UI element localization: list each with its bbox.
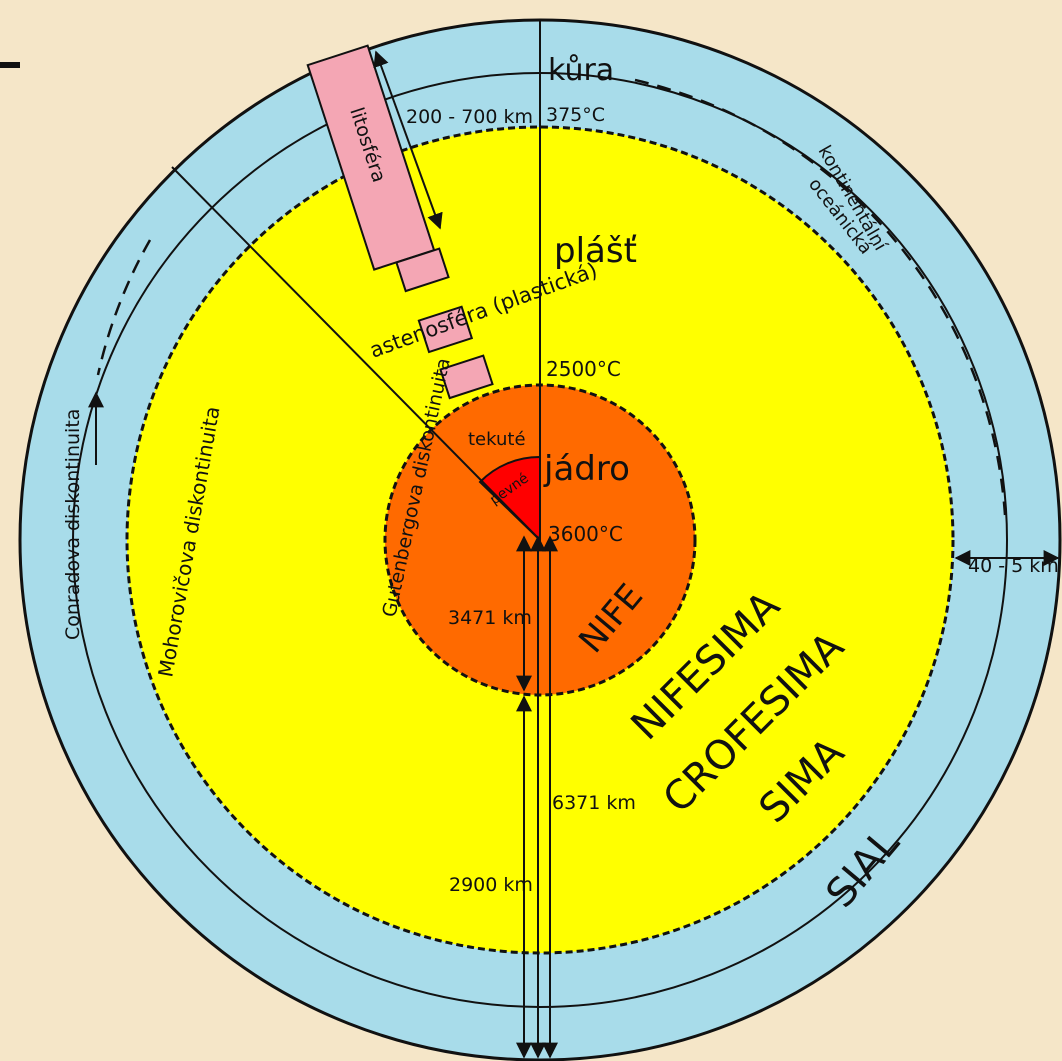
asthenosphere-block-3 xyxy=(439,354,494,400)
label-jadro: jádro xyxy=(543,449,630,489)
label-plast: plášť xyxy=(554,231,637,271)
diagonal-radius-line xyxy=(171,166,541,541)
conrad-dashed-arc xyxy=(96,239,152,376)
corner-marker xyxy=(0,62,20,68)
label-conrad: Conradova diskontinuita xyxy=(62,409,84,640)
label-core-radius: 3471 km xyxy=(448,607,532,629)
label-crust-depth: 40 - 5 km xyxy=(968,555,1059,577)
label-temp-mantle: 2500°C xyxy=(546,357,621,381)
label-kura: kůra xyxy=(548,53,614,88)
label-mantle-depth: 2900 km xyxy=(449,874,533,896)
asthenosphere-block-2 xyxy=(417,305,474,354)
label-temp-crust: 375°C xyxy=(546,104,605,126)
label-tekute: tekuté xyxy=(468,429,526,450)
lithosphere-depth-arrow xyxy=(373,50,443,230)
label-earth-radius: 6371 km xyxy=(552,792,636,814)
label-temp-core: 3600°C xyxy=(548,522,623,546)
label-lithosphere-depth: 200 - 700 km xyxy=(406,106,533,128)
asthenosphere-block-1 xyxy=(395,247,450,293)
oceanic-crust-dashed-arc xyxy=(634,78,1007,516)
